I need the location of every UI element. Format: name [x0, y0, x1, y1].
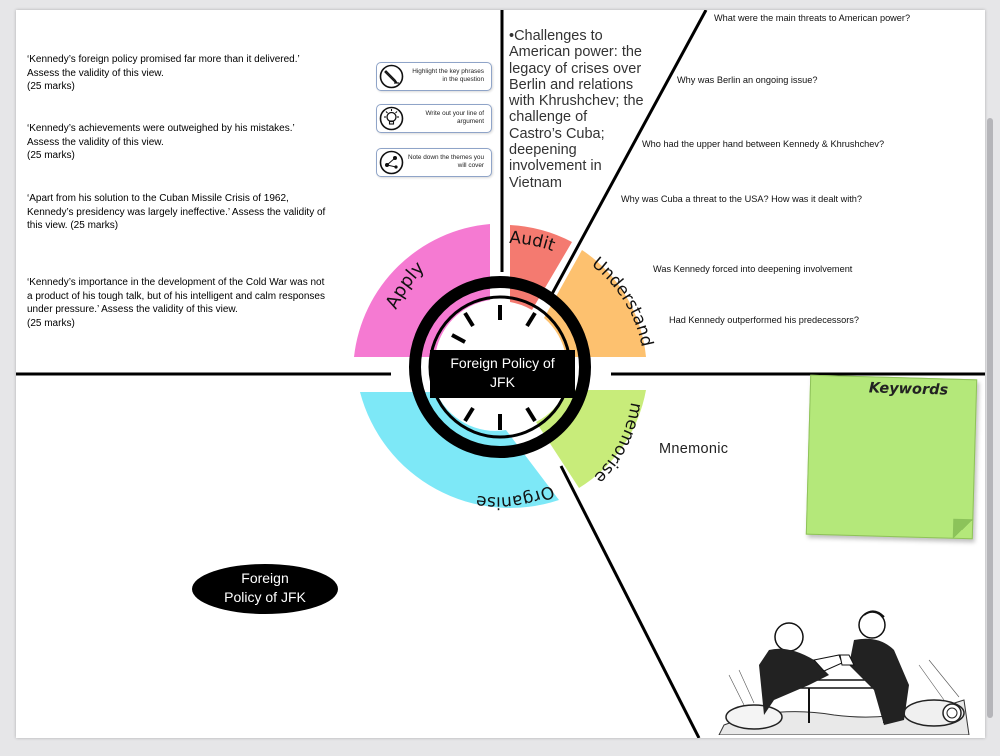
revision-page: Audit Understand memorise Organise Apply… [16, 10, 985, 738]
vertical-scrollbar[interactable] [987, 118, 993, 718]
pen-icon [379, 64, 404, 89]
sticky-fold [952, 518, 974, 540]
mnemonic-label: Mnemonic [659, 441, 729, 457]
wheel-ring [409, 276, 591, 458]
center-label-line2: JFK [490, 374, 515, 390]
apply-segment [354, 224, 490, 357]
subquestion-3: Who had the upper hand between Kennedy &… [642, 139, 885, 149]
essay-question-3: ‘Apart from his solution to the Cuban Mi… [27, 192, 327, 233]
topic-ellipse-label: Foreign Policy of JFK [192, 564, 338, 614]
essay-question-1: ‘Kennedy’s foreign policy promised far m… [27, 53, 327, 94]
ellipse-line2: Policy of JFK [224, 589, 306, 605]
keywords-sticky-note: Keywords [805, 374, 978, 540]
diagonal-divider-upper [550, 10, 708, 295]
essay-question-2: ‘Kennedy’s achievements were outweighed … [27, 122, 327, 163]
tip-themes: Note down the themes you will cover [376, 148, 492, 177]
question-text: ‘Apart from his solution to the Cuban Mi… [27, 193, 326, 231]
question-text: ‘Kennedy’s foreign policy promised far m… [27, 54, 300, 79]
topic-description: •Challenges to American power: the legac… [509, 28, 644, 191]
clock-ticks [451, 305, 537, 430]
center-topic-label: Foreign Policy of JFK [430, 350, 575, 398]
tip-text: Highlight the key phrases in the questio… [412, 68, 484, 83]
ellipse-line1: Foreign [241, 570, 289, 586]
subquestion-4: Why was Cuba a threat to the USA? How wa… [621, 194, 863, 204]
understand-segment [544, 250, 646, 357]
tip-text: Note down the themes you will cover [407, 154, 484, 169]
subquestion-6: Had Kennedy outperformed his predecessor… [669, 315, 859, 325]
keywords-title: Keywords [868, 380, 949, 399]
lightbulb-icon [379, 106, 404, 131]
subquestion-1: What were the main threats to American p… [714, 13, 911, 23]
tip-text: Write out your line of argument [425, 110, 485, 125]
tip-highlight: Highlight the key phrases in the questio… [376, 62, 492, 91]
diagonal-divider-lower [559, 465, 701, 738]
question-marks: (25 marks) [27, 150, 75, 161]
question-text: ‘Kennedy’s achievements were outweighed … [27, 123, 295, 148]
organise-segment [360, 392, 559, 508]
essay-question-4: ‘Kennedy’s importance in the development… [27, 276, 327, 330]
question-marks: (25 marks) [27, 81, 75, 92]
tip-argument: Write out your line of argument [376, 104, 492, 133]
center-label-line1: Foreign Policy of [450, 355, 555, 371]
network-icon [379, 150, 404, 175]
question-text: ‘Kennedy’s importance in the development… [27, 277, 325, 315]
subquestion-2: Why was Berlin an ongoing issue? [677, 75, 818, 85]
subquestion-5: Was Kennedy forced into deepening involv… [653, 264, 853, 274]
arm-wrestling-cartoon-image [718, 610, 970, 735]
question-marks: (25 marks) [27, 317, 75, 329]
